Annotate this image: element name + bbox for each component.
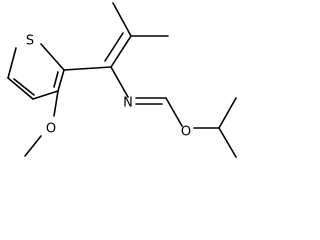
atom-label-oxygen-methoxy: O bbox=[46, 122, 56, 137]
bond-c3-c2-double bbox=[53, 71, 59, 88]
bond-c5-c4 bbox=[7, 77, 34, 100]
bond-c3-o bbox=[53, 90, 59, 117]
bond-c3-c2 bbox=[57, 69, 65, 92]
structure-drawing: S N O O bbox=[7, 2, 237, 158]
bond-cimine-o bbox=[165, 97, 183, 127]
atom-label-sulfur: S bbox=[26, 34, 34, 49]
bond-calkene-n bbox=[110, 66, 129, 98]
bond-ch-methyl-up bbox=[218, 97, 237, 129]
bond-c2-calkene bbox=[63, 66, 112, 71]
bond-c5-c4-double bbox=[13, 78, 35, 96]
bond-c2alkene-methyl-left bbox=[112, 2, 132, 37]
bond-s-c5 bbox=[7, 47, 17, 79]
bond-c4-c3 bbox=[32, 90, 59, 100]
bond-ch-methyl-down bbox=[218, 127, 237, 158]
chemical-structure: S N O O bbox=[7, 2, 237, 158]
bond-calkene-c2alkene bbox=[110, 35, 132, 68]
bond-calkene-c2alkene-double bbox=[104, 32, 124, 62]
atom-label-oxygen-ester: O bbox=[181, 125, 191, 140]
atom-label-nitrogen: N bbox=[123, 96, 133, 111]
bond-c2-s bbox=[40, 43, 65, 71]
bond-o-methyl bbox=[24, 135, 42, 157]
